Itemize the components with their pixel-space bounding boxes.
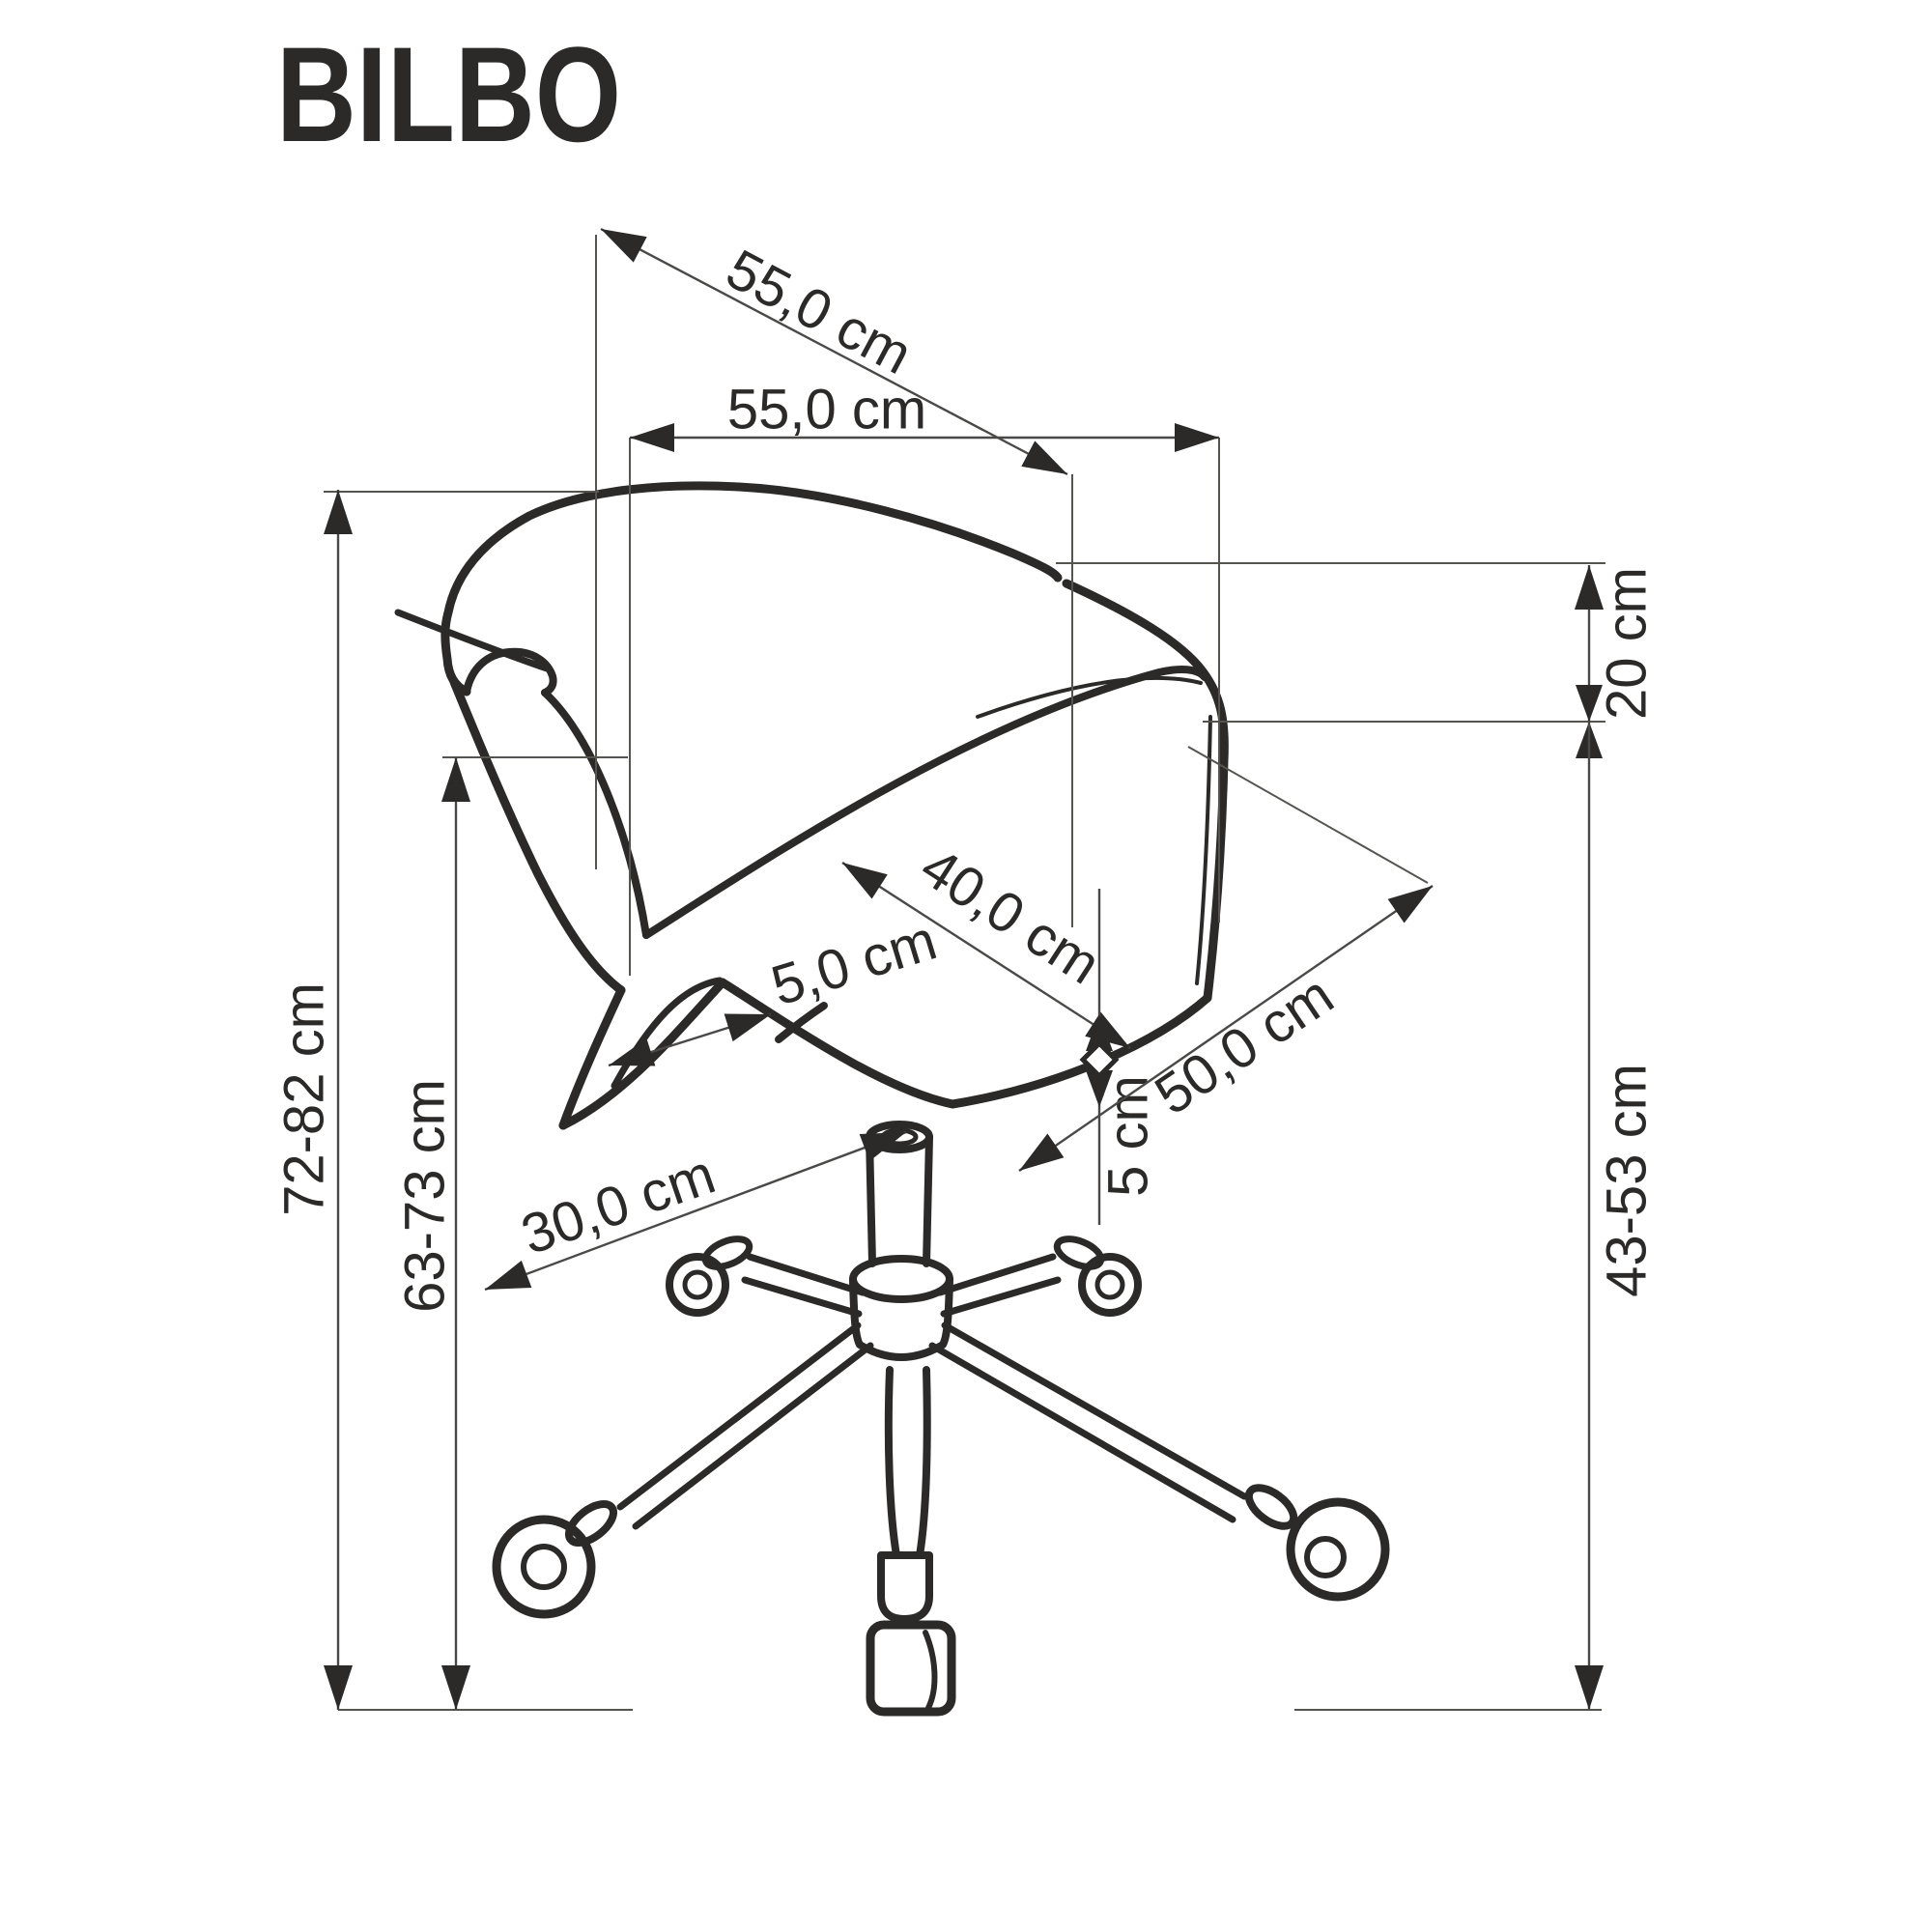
dim-overall-width: 55,0 cm: [630, 379, 1219, 452]
arm-back-left: [741, 1253, 867, 1318]
cushion-corner-stub: [775, 1002, 828, 1043]
cushion-top-seam: [642, 666, 1208, 939]
dim-label-50: 50,0 cm: [1144, 963, 1344, 1126]
front-leg-collar: [877, 1551, 933, 1623]
product-title: BILBO: [276, 18, 622, 170]
armrest-hook: [463, 647, 557, 696]
dim-base-arm-reach: 30,0 cm: [484, 1130, 907, 1292]
caster-back-left: [666, 1236, 753, 1317]
dim-label-5: 5 cm: [1097, 1075, 1160, 1197]
dim-armrest-height: 63-73 cm: [394, 757, 470, 1710]
dim-label-72-82: 72-82 cm: [273, 982, 336, 1216]
arm-right: [928, 1321, 1248, 1523]
gas-lift: [866, 1121, 933, 1267]
dim-label-5-0: 5,0 cm: [764, 908, 943, 1017]
armrest-outer-edge: [449, 677, 626, 995]
chair-line-art: [394, 481, 1390, 1717]
dim-overall-height: 72-82 cm: [273, 490, 353, 1710]
dim-label-63-73: 63-73 cm: [394, 1079, 457, 1313]
dim-seat-height-range: 43-53 cm: [1575, 722, 1659, 1710]
armrest-seam: [541, 689, 650, 939]
caster-right: [1244, 1484, 1390, 1602]
dim-label-30: 30,0 cm: [514, 1143, 723, 1267]
dim-label-diagonal-55: 55,0 cm: [717, 238, 923, 386]
arm-back-right: [936, 1253, 1062, 1318]
dim-label-20: 20 cm: [1596, 567, 1659, 720]
cushion-piping: [976, 675, 1203, 719]
caster-left: [492, 1500, 617, 1619]
right-panel-inner-line: [1195, 715, 1212, 985]
dimension-annotations: 55,0 cm 55,0 cm 20 cm 43-53 cm 72-82 cm: [273, 227, 1659, 1710]
caster-back-right: [1053, 1236, 1142, 1317]
dim-label-width-55: 55,0 cm: [727, 379, 926, 441]
back-shell-seam: [394, 609, 551, 672]
arm-left: [616, 1321, 874, 1530]
front-foot: [866, 1620, 956, 1717]
extension-lines: [324, 235, 1605, 1711]
seat-wing-edge: [558, 985, 626, 1130]
front-leg: [866, 1366, 956, 1717]
dim-backrest-side-height: 20 cm: [1575, 565, 1659, 758]
dim-label-43-53: 43-53 cm: [1596, 1064, 1659, 1297]
cushion-front-seam: [611, 977, 724, 1090]
backrest-outline: [440, 481, 1063, 696]
base-hub: [849, 1255, 953, 1361]
